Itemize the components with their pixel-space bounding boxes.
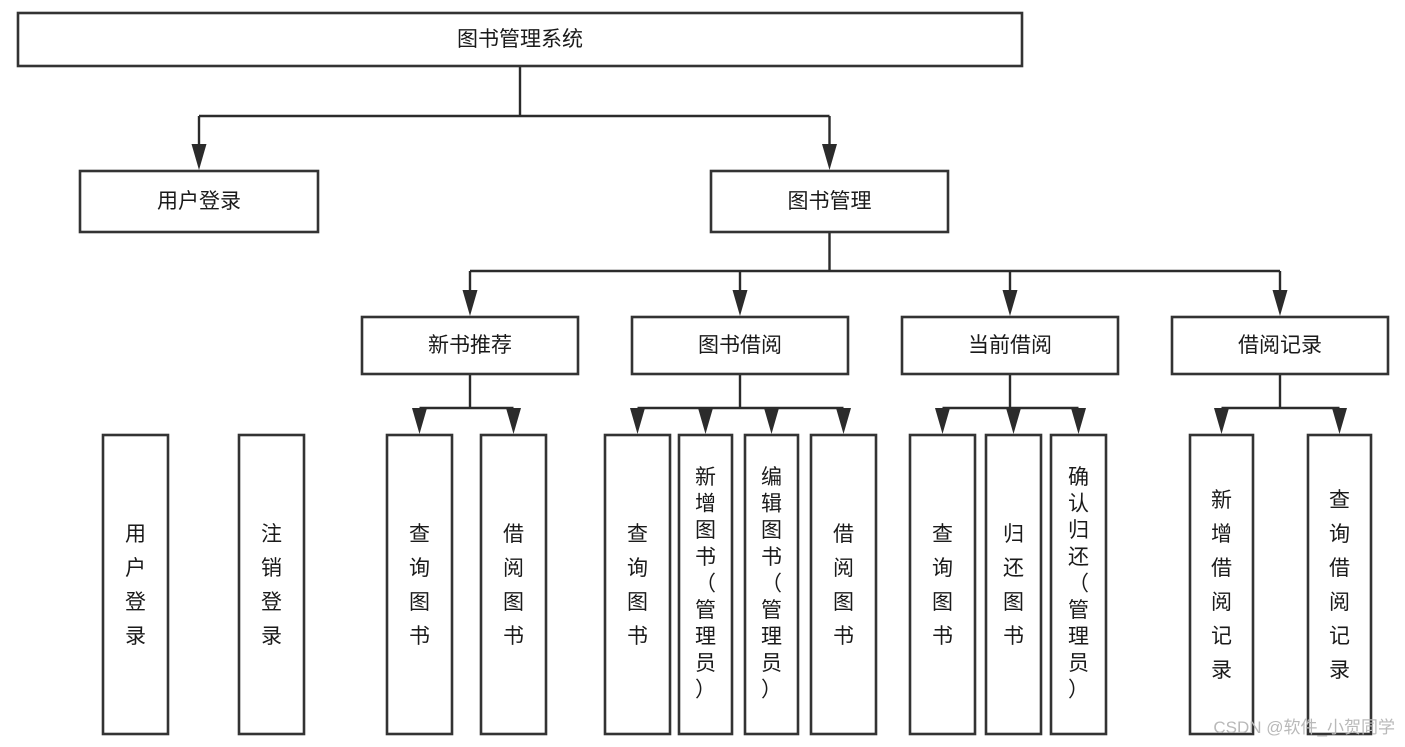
connector-group-book-borrow	[630, 374, 851, 434]
connector-group-current-borrow	[935, 374, 1086, 434]
node-layer: 图书管理系统用户登录图书管理新书推荐图书借阅当前借阅借阅记录用户登录注销登录查询…	[16, 11, 1390, 736]
connector-arrowhead	[1214, 408, 1229, 434]
node-box-borrow-record[interactable]	[1170, 315, 1390, 376]
node-leaf-return-book[interactable]: 归还图书	[984, 433, 1043, 736]
node-box-leaf-add-book[interactable]	[677, 433, 734, 736]
node-box-book-borrow[interactable]	[630, 315, 850, 376]
node-label-borrow-record: 借阅记录	[1238, 334, 1322, 357]
node-leaf-query-book-borrow[interactable]: 查询图书	[603, 433, 672, 736]
connector-arrowhead	[1272, 290, 1288, 316]
node-leaf-user-login[interactable]: 用户登录	[101, 433, 170, 736]
node-book-borrow[interactable]: 图书借阅	[630, 315, 850, 376]
node-leaf-edit-book[interactable]: 编辑图书（管理员）	[743, 433, 800, 736]
node-box-leaf-return-book[interactable]	[984, 433, 1043, 736]
node-label-leaf-query-book-borrow: 查询图书	[627, 523, 648, 648]
node-label-leaf-query-book-rec: 查询图书	[409, 523, 430, 648]
connector-arrowhead	[836, 408, 851, 434]
node-box-new-book-rec[interactable]	[360, 315, 580, 376]
connector-group-borrow-record	[1214, 374, 1347, 434]
connector-arrowhead	[822, 144, 837, 170]
node-label-leaf-borrow-book-rec: 借阅图书	[503, 523, 524, 648]
node-box-leaf-query-record[interactable]	[1306, 433, 1373, 736]
node-box-leaf-user-logout[interactable]	[237, 433, 306, 736]
node-label-leaf-user-login: 用户登录	[125, 523, 146, 648]
node-label-leaf-add-book: 新增图书（管理员）	[695, 466, 716, 701]
node-new-book-rec[interactable]: 新书推荐	[360, 315, 580, 376]
node-book-manage[interactable]: 图书管理	[709, 169, 950, 234]
node-label-book-borrow: 图书借阅	[698, 334, 782, 357]
node-label-leaf-return-book: 归还图书	[1003, 523, 1024, 648]
connector-arrowhead	[412, 408, 427, 434]
connector-arrowhead	[1006, 408, 1021, 434]
node-box-leaf-query-book-cur[interactable]	[908, 433, 977, 736]
node-leaf-add-book[interactable]: 新增图书（管理员）	[677, 433, 734, 736]
node-root[interactable]: 图书管理系统	[16, 11, 1024, 68]
node-leaf-query-book-cur[interactable]: 查询图书	[908, 433, 977, 736]
node-box-leaf-user-login[interactable]	[101, 433, 170, 736]
csdn-watermark: CSDN @软件_小贺同学	[1213, 718, 1395, 737]
connector-arrowhead	[506, 408, 521, 434]
node-leaf-add-record[interactable]: 新增借阅记录	[1188, 433, 1255, 736]
node-leaf-borrow-book[interactable]: 借阅图书	[809, 433, 878, 736]
connector-arrowhead	[191, 144, 207, 170]
connector-arrowhead	[1071, 408, 1086, 434]
connector-group-new-book-rec	[412, 374, 521, 434]
connector-arrowhead	[764, 408, 779, 434]
connector-arrowhead	[732, 290, 748, 316]
node-box-current-borrow[interactable]	[900, 315, 1120, 376]
node-leaf-borrow-book-rec[interactable]: 借阅图书	[479, 433, 548, 736]
node-label-root: 图书管理系统	[457, 28, 583, 51]
node-box-leaf-edit-book[interactable]	[743, 433, 800, 736]
connector-arrowhead	[935, 408, 950, 434]
node-label-leaf-query-record: 查询借阅记录	[1329, 489, 1350, 682]
connector-arrowhead	[698, 408, 713, 434]
connector-arrowhead	[1332, 408, 1347, 434]
node-leaf-query-book-rec[interactable]: 查询图书	[385, 433, 454, 736]
node-borrow-record[interactable]: 借阅记录	[1170, 315, 1390, 376]
node-box-root[interactable]	[16, 11, 1024, 68]
node-box-leaf-confirm-return[interactable]	[1049, 433, 1108, 736]
node-label-leaf-confirm-return: 确认归还（管理员）	[1068, 466, 1089, 701]
node-box-leaf-add-record[interactable]	[1188, 433, 1255, 736]
node-box-leaf-query-book-rec[interactable]	[385, 433, 454, 736]
node-label-leaf-query-book-cur: 查询图书	[932, 523, 953, 648]
connector-arrowhead	[1002, 290, 1018, 316]
node-label-current-borrow: 当前借阅	[968, 334, 1052, 357]
connector-arrowhead	[630, 408, 645, 434]
node-leaf-confirm-return[interactable]: 确认归还（管理员）	[1049, 433, 1108, 736]
node-box-user-login[interactable]	[78, 169, 320, 234]
connector-group-book-manage	[462, 232, 1288, 316]
node-label-leaf-add-record: 新增借阅记录	[1211, 489, 1232, 682]
node-label-user-login: 用户登录	[157, 190, 241, 213]
node-label-leaf-user-logout: 注销登录	[261, 523, 282, 648]
node-current-borrow[interactable]: 当前借阅	[900, 315, 1120, 376]
node-label-leaf-edit-book: 编辑图书（管理员）	[761, 466, 782, 701]
node-user-login[interactable]: 用户登录	[78, 169, 320, 234]
connector-arrowhead	[462, 290, 478, 316]
node-leaf-query-record[interactable]: 查询借阅记录	[1306, 433, 1373, 736]
node-box-leaf-query-book-borrow[interactable]	[603, 433, 672, 736]
node-label-new-book-rec: 新书推荐	[428, 334, 512, 357]
node-box-leaf-borrow-book[interactable]	[809, 433, 878, 736]
connector-layer	[191, 66, 1347, 434]
node-label-book-manage: 图书管理	[788, 190, 872, 213]
connector-group-root	[191, 66, 837, 170]
node-leaf-user-logout[interactable]: 注销登录	[237, 433, 306, 736]
node-box-leaf-borrow-book-rec[interactable]	[479, 433, 548, 736]
node-label-leaf-borrow-book: 借阅图书	[833, 523, 854, 648]
node-box-book-manage[interactable]	[709, 169, 950, 234]
